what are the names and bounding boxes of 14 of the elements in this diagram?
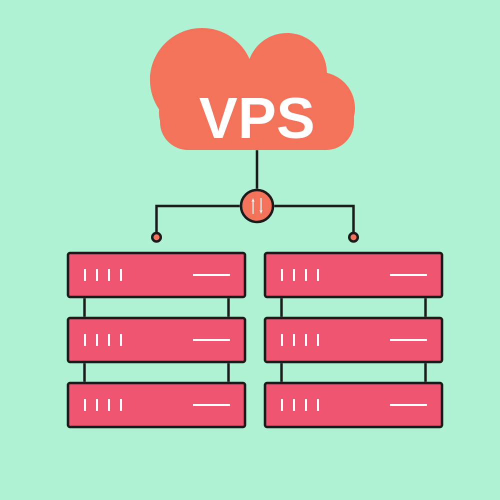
cloud: VPS (150, 28, 355, 150)
server-unit (66, 252, 246, 298)
server-unit (66, 382, 246, 428)
connector-line (151, 204, 240, 243)
connector-line (274, 204, 359, 243)
server-unit (66, 316, 246, 364)
connector-line (280, 362, 427, 383)
server-unit (264, 316, 444, 364)
connector-line (83, 362, 230, 383)
connector-line (280, 297, 427, 318)
server-unit (264, 252, 444, 298)
server-unit (264, 382, 444, 428)
connector-line (256, 150, 258, 189)
connector-line (83, 297, 230, 318)
